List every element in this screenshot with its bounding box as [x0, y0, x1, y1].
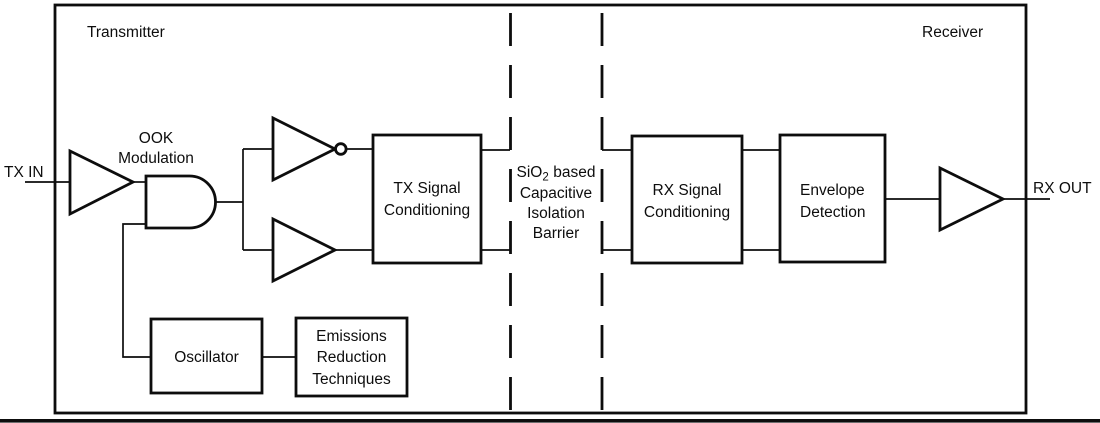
barrier-formula-base: SiO: [517, 164, 543, 181]
inverter-bubble: [334, 142, 348, 156]
barrier-label-line2: Capacitive: [520, 185, 592, 202]
ook-modulation-label-line2: Modulation: [118, 150, 194, 167]
bottom-separator-rule: [0, 419, 1100, 423]
input-buffer-triangle: [68, 148, 137, 217]
wires: [25, 148, 1050, 358]
tx-signal-conditioning-box: [371, 133, 483, 265]
lower-buffer-triangle: [271, 216, 339, 284]
output-buffer-triangle: [938, 165, 1007, 233]
envelope-detection-label-line2: Detection: [800, 204, 865, 221]
transmitter-label: Transmitter: [87, 24, 165, 41]
ook-modulation-label-line1: OOK: [139, 130, 174, 147]
emissions-reduction-label-line3: Techniques: [312, 371, 391, 388]
envelope-detection-label-line1: Envelope: [800, 182, 865, 199]
emissions-reduction-label-line2: Reduction: [317, 349, 387, 366]
tx-in-port-label: TX IN: [4, 164, 44, 181]
chip-boundary-frame: [53, 3, 1028, 415]
wire-oscillator-to-and: [122, 223, 151, 358]
rx-signal-conditioning-label-line1: RX Signal: [653, 182, 722, 199]
emissions-reduction-box: [294, 316, 409, 398]
receiver-label: Receiver: [922, 24, 983, 41]
inverter-triangle: [271, 115, 339, 183]
barrier-label-line3: Isolation: [527, 205, 585, 222]
barrier-formula-rest: based: [553, 164, 595, 181]
barrier-label-line4: Barrier: [533, 225, 580, 242]
rx-signal-conditioning-label-line2: Conditioning: [644, 204, 730, 221]
tx-signal-conditioning-label-line1: TX Signal: [393, 180, 460, 197]
emissions-reduction-label-line1: Emissions: [316, 328, 387, 345]
envelope-detection-box: [778, 133, 887, 264]
oscillator-box: [149, 317, 264, 395]
rx-out-port-label: RX OUT: [1033, 180, 1092, 197]
oscillator-label: Oscillator: [174, 349, 239, 366]
tx-signal-conditioning-label-line2: Conditioning: [384, 202, 470, 219]
barrier-label-line1: SiO2 based: [517, 164, 596, 184]
rx-signal-conditioning-box: [630, 134, 744, 265]
and-gate: [144, 174, 217, 230]
barrier-formula-subscript: 2: [542, 172, 548, 184]
